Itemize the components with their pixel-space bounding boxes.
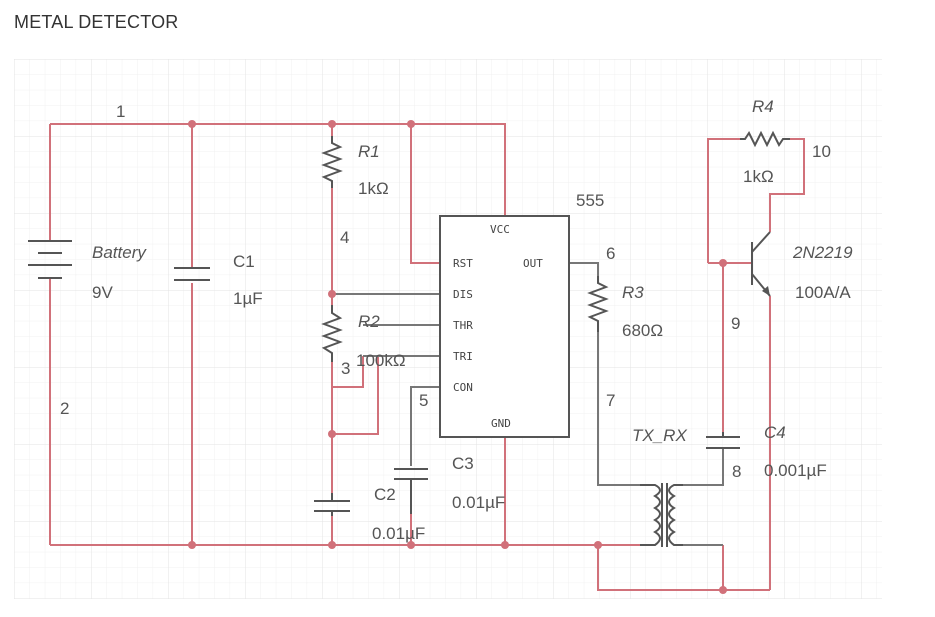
transistor-2n2219 [751,231,771,297]
r4-value: 1kΩ [743,167,774,186]
r2-label: R2 [358,312,380,331]
r2-value: 100kΩ [356,351,406,370]
c3-value: 0.01µF [452,493,505,512]
net-label-2: 2 [60,399,69,418]
c1-value: 1µF [233,289,263,308]
ic-555-label: 555 [576,191,604,210]
c4-label: C4 [764,423,786,442]
transformer-tx-rx [640,483,683,547]
wires-connected [49,123,805,591]
battery-symbol [28,240,72,279]
resistor-r3-symbol [587,276,609,332]
page-title: METAL DETECTOR [14,12,179,32]
pin-rst: RST [453,257,473,270]
resistor-r4-symbol [740,130,790,148]
r3-label: R3 [622,283,644,302]
capacitor-c2-symbol [394,468,428,514]
wires-leads [332,262,724,546]
r3-value: 680Ω [622,321,663,340]
net-label-6: 6 [606,244,615,263]
net-label-7: 7 [606,391,615,410]
capacitor-c1-symbol [174,267,210,281]
c2-label: C2 [374,485,396,504]
net-label-1: 1 [116,102,125,121]
junction-dots [188,120,727,594]
pin-vcc: VCC [490,223,510,236]
pin-thr: THR [453,319,473,332]
net-label-5: 5 [419,391,428,410]
net-label-3: 3 [341,359,350,378]
resistor-r2-symbol [321,305,343,362]
q1-value: 100A/A [795,283,851,302]
battery-label: Battery [92,243,147,262]
c2-value: 0.01µF [372,524,425,543]
r1-value: 1kΩ [358,179,389,198]
r4-label: R4 [752,97,774,116]
pin-out: OUT [523,257,543,270]
battery-value: 9V [92,283,113,302]
pin-con: CON [453,381,473,394]
ic-555 [439,215,570,438]
pin-tri: TRI [453,350,473,363]
q1-label: 2N2219 [792,243,853,262]
resistor-r1-symbol [321,136,343,188]
c1-label: C1 [233,252,255,271]
net-label-4: 4 [340,228,349,247]
tx-rx-label: TX_RX [632,426,687,445]
c3-label: C3 [452,454,474,473]
r1-label: R1 [358,142,380,161]
pin-gnd: GND [491,417,511,430]
capacitor-c4-symbol [706,432,740,449]
pin-dis: DIS [453,288,473,301]
net-label-9: 9 [731,314,740,333]
net-label-10: 10 [812,142,831,161]
capacitor-timing-symbol [314,493,350,516]
net-label-8: 8 [732,462,741,481]
c4-value: 0.001µF [764,461,827,480]
